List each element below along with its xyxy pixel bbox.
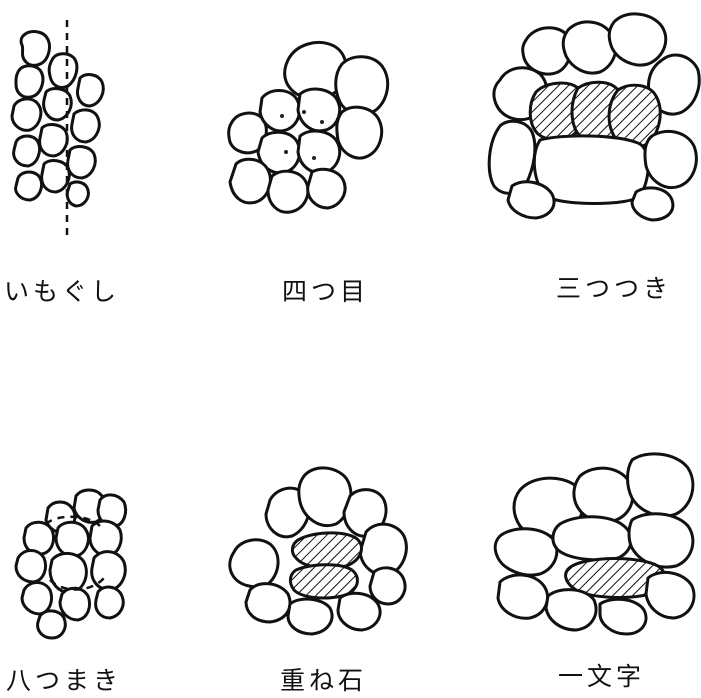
pattern-mitsutsuki bbox=[489, 14, 699, 220]
label-kasaneishi: 重ね石 bbox=[280, 668, 367, 693]
pattern-yotsume bbox=[229, 42, 388, 212]
label-ichimonji: 一文字 bbox=[558, 664, 645, 689]
label-imogushi: いもぐし bbox=[4, 279, 120, 304]
label-yatsumaki: 八つまき bbox=[6, 668, 122, 693]
label-mitsutsuki: 三つつき bbox=[556, 276, 672, 301]
label-yotsume: 四つ目 bbox=[282, 279, 369, 304]
pattern-ichimonji bbox=[495, 454, 694, 634]
pattern-yatsumaki bbox=[16, 490, 126, 638]
pattern-kasaneishi bbox=[230, 468, 406, 634]
pattern-imogushi bbox=[12, 20, 103, 236]
